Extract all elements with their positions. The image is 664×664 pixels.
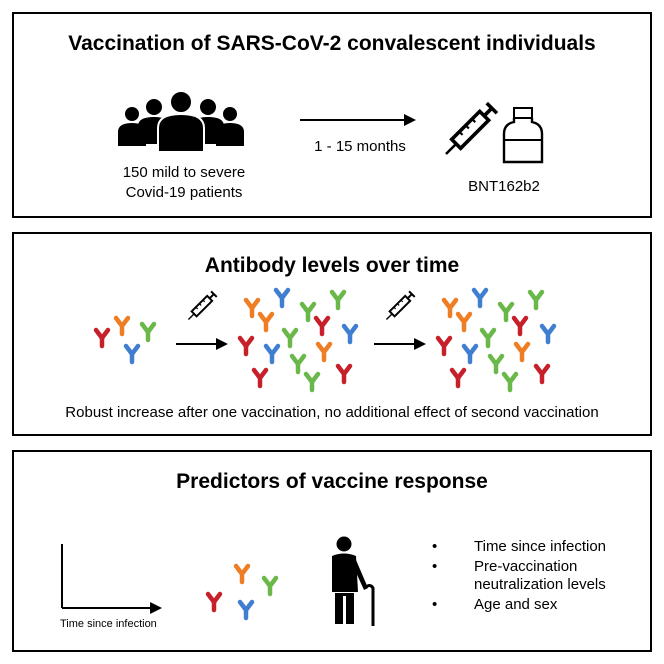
arrow-right-icon — [176, 338, 228, 350]
syringe-icon — [382, 290, 416, 324]
predictor-text: Pre-vaccination — [474, 558, 578, 575]
antibody-icon — [198, 548, 288, 628]
predictor-item: • Pre-vaccination neutralization levels — [432, 558, 606, 594]
vial-icon — [502, 107, 544, 164]
bullet: • — [432, 538, 438, 555]
interval-label: 1 - 15 months — [314, 138, 406, 155]
predictor-item: • Time since infection — [432, 538, 606, 556]
predictor-text-line2: neutralization levels — [474, 576, 606, 593]
predictor-text: Age and sex — [474, 596, 558, 613]
patients-line-1: 150 mild to severe — [122, 164, 246, 181]
elderly-person-icon — [332, 536, 375, 626]
bullet: • — [432, 558, 438, 575]
syringe-icon — [184, 290, 218, 324]
antibody-cluster-dose-2 — [430, 286, 570, 396]
people-group-icon — [118, 90, 244, 153]
panel-caption: Robust increase after one vaccination, n… — [65, 404, 599, 421]
predictor-list: • Time since infection • Pre-vaccination… — [432, 538, 606, 614]
predictors-panel: Predictors of vaccine response Time sinc… — [12, 450, 652, 652]
vaccination-panel: Vaccination of SARS-CoV-2 convalescent i… — [12, 12, 652, 218]
panel-title: Antibody levels over time — [204, 254, 460, 277]
predictor-text: Time since infection — [474, 538, 606, 555]
arrow-right-icon — [300, 114, 416, 126]
arrow-right-icon — [374, 338, 426, 350]
predictor-item: • Age and sex — [432, 596, 606, 614]
vaccine-label: BNT162b2 — [468, 178, 540, 195]
panel-title: Vaccination of SARS-CoV-2 convalescent i… — [68, 32, 596, 55]
axes-icon — [61, 544, 162, 614]
patients-line-2: Covid-19 patients — [125, 184, 243, 201]
antibody-panel: Antibody levels over time — [12, 232, 652, 436]
antibody-cluster-baseline — [86, 298, 176, 378]
panel-title: Predictors of vaccine response — [176, 470, 488, 493]
bullet: • — [432, 596, 438, 613]
antibody-cluster-dose-1 — [232, 286, 372, 396]
axis-label: Time since infection — [60, 618, 157, 630]
